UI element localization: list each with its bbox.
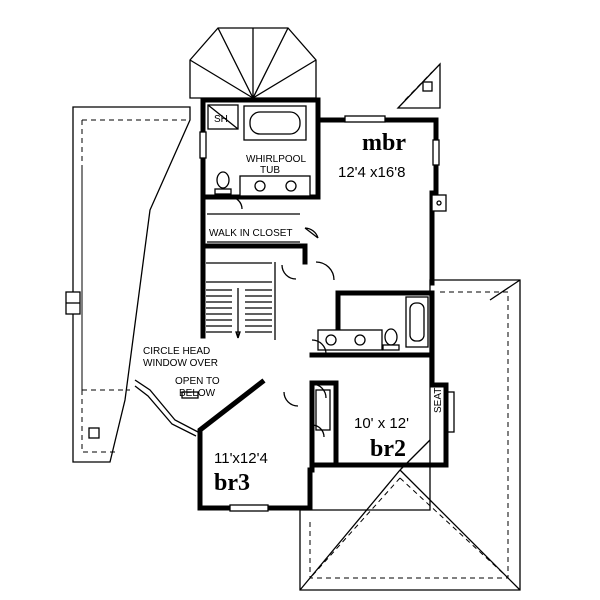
vanity-bath2 [317, 329, 383, 351]
room-size-mbr: 12'4 x16'8 [338, 164, 405, 181]
sink-bath2-b [354, 334, 366, 346]
label-whirlpool-1: WHIRLPOOL [246, 154, 306, 165]
room-name-br2: br2 [370, 436, 406, 462]
hip-dash-2 [399, 477, 507, 577]
hip-line-1 [489, 279, 521, 301]
staircase [206, 262, 272, 339]
door-stair [281, 264, 297, 280]
door-br2 [311, 383, 327, 399]
window-bath1-west [199, 131, 207, 159]
fixtures [134, 104, 455, 512]
wall-br2 [333, 382, 449, 468]
toilet-bath2 [384, 328, 398, 346]
vent-box-left [88, 427, 100, 439]
left-roof-dashed-2 [81, 120, 130, 453]
labels: SH WHIRLPOOL TUB WALK IN CLOSET CIRCLE H… [143, 114, 444, 496]
label-circle-head-2: WINDOW OVER [143, 358, 218, 369]
mbr-box [431, 194, 447, 212]
window-mbr-east [432, 139, 440, 166]
bay-roof-ridge-1 [217, 27, 254, 99]
mbr-box-dot [436, 200, 442, 206]
wall-br3 [197, 378, 313, 511]
br2-closet [315, 389, 331, 431]
label-open-to-1: OPEN TO [175, 376, 220, 387]
door-mbr [315, 261, 335, 281]
upper-right-roof-dash [404, 71, 433, 101]
room-size-br2: 10' x 12' [354, 415, 409, 432]
room-name-br3: br3 [214, 470, 250, 496]
shower-diag-1 [207, 104, 239, 130]
bay-roof-ridge-4 [252, 59, 317, 99]
sink-bath2-a [325, 334, 337, 346]
tub-bath2-inner [409, 302, 425, 342]
bay-roof-ridge-2 [252, 27, 289, 99]
sink-bath1-b [285, 180, 297, 192]
window-seat [445, 391, 455, 433]
window-br3-west [181, 391, 199, 399]
circle-head-bay [134, 379, 199, 433]
bay-roof-ridge-3 [189, 59, 254, 99]
window-br3-south [229, 504, 269, 512]
hip-dash-1 [311, 477, 401, 577]
roof-lines [65, 27, 521, 591]
toilet-tank-bath2 [382, 344, 400, 351]
door-bath2 [311, 339, 327, 355]
whirlpool-tub-inner [249, 111, 301, 135]
left-roof-outline [72, 106, 191, 463]
label-walk-in-closet: WALK IN CLOSET [209, 228, 293, 239]
toilet-tank-bath1 [214, 188, 232, 195]
toilet-bath1 [216, 171, 230, 189]
door-br3 [283, 391, 299, 407]
door-bath1 [229, 196, 243, 210]
label-shower: SH [214, 114, 228, 125]
label-circle-head-1: CIRCLE HEAD [143, 346, 210, 357]
hip-line-2 [299, 469, 401, 591]
window-mbr-north [344, 115, 386, 123]
room-size-br3: 11'x12'4 [214, 450, 268, 467]
label-seat: SEAT [433, 388, 444, 413]
sink-bath1-a [254, 180, 266, 192]
circle-head-bay-2 [134, 385, 197, 437]
label-whirlpool-2: TUB [260, 165, 280, 176]
door-closet [304, 227, 319, 239]
door-br3-closet [311, 424, 325, 438]
label-open-to-2: BELOW [179, 388, 216, 399]
room-name-mbr: mbr [362, 130, 406, 156]
vent-box-top [422, 81, 433, 92]
vanity-bath1 [239, 175, 311, 197]
